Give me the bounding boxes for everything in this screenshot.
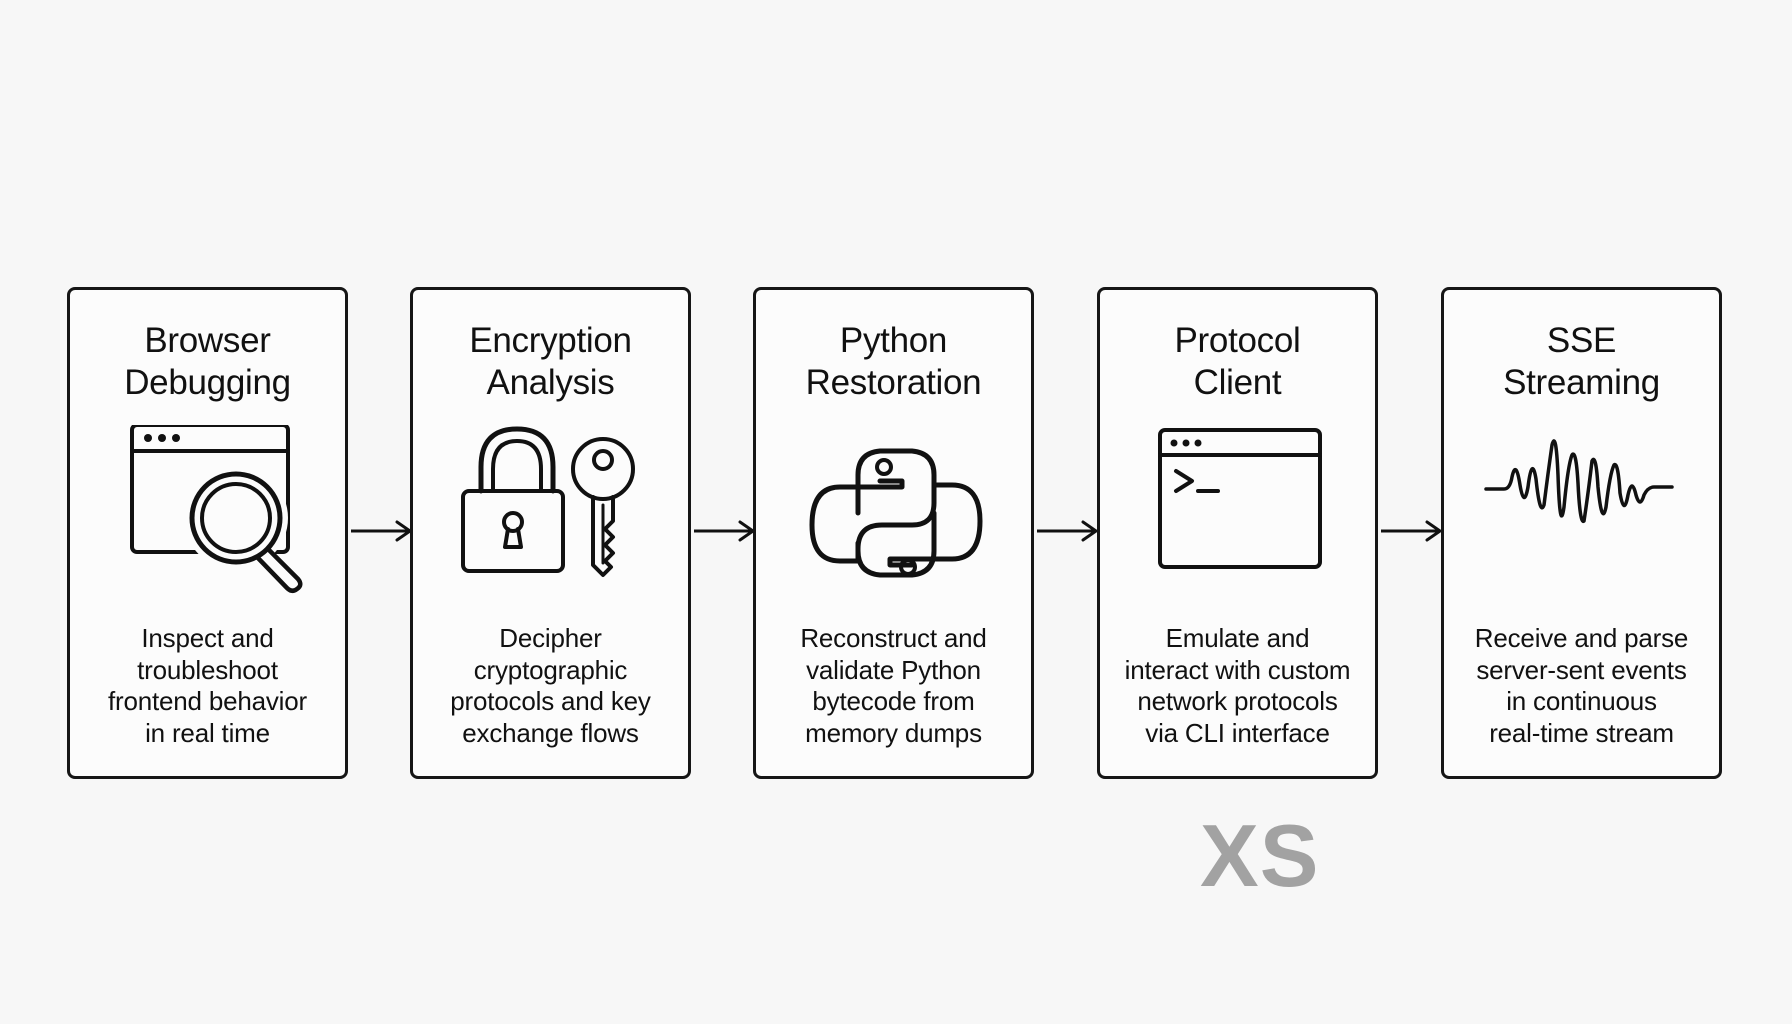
- step-title-line-1: Encryption: [469, 321, 632, 360]
- step-title: Encryption Analysis: [423, 320, 678, 404]
- step-title: SSE Streaming: [1454, 320, 1709, 404]
- step-desc-line: validate Python: [806, 654, 981, 685]
- step-desc-line: troubleshoot: [137, 654, 278, 685]
- browser-magnifier-icon: [130, 425, 303, 593]
- step-title-line-1: Browser: [144, 321, 271, 360]
- step-desc-line: exchange flows: [462, 717, 639, 748]
- step-card-browser-debugging: Browser Debugging Inspect and troublesho…: [67, 287, 348, 779]
- step-desc-line: Reconstruct and: [800, 623, 987, 653]
- step-title: Browser Debugging: [80, 320, 335, 404]
- step-card-encryption-analysis: Encryption Analysis Decipher cryptograph…: [410, 287, 691, 779]
- step-desc-line: bytecode from: [812, 686, 975, 716]
- step-desc-line: frontend behavior: [108, 686, 307, 716]
- step-description: Inspect and troubleshoot frontend behavi…: [78, 623, 337, 749]
- step-desc-line: via CLI interface: [1145, 717, 1330, 748]
- step-desc-line: Receive and parse: [1474, 623, 1689, 653]
- step-desc-line: protocols and key: [450, 686, 651, 716]
- waveform-icon: [1484, 439, 1674, 524]
- step-title-line-1: Python: [839, 321, 948, 360]
- step-desc-line: in real time: [145, 717, 270, 748]
- step-desc-line: real-time stream: [1489, 717, 1674, 748]
- step-title: Python Restoration: [766, 320, 1021, 404]
- step-desc-line: interact with custom: [1124, 654, 1351, 685]
- step-description: Emulate and interact with custom network…: [1108, 623, 1367, 749]
- step-description: Reconstruct and validate Python bytecode…: [764, 623, 1023, 749]
- step-desc-line: in continuous: [1506, 686, 1657, 716]
- step-description: Receive and parse server-sent events in …: [1452, 623, 1711, 749]
- terminal-window-icon: [1158, 428, 1322, 569]
- step-title-line-2: Analysis: [486, 363, 615, 402]
- python-logo-icon: [809, 448, 983, 578]
- step-card-sse-streaming: SSE Streaming Receive and parse server-s…: [1441, 287, 1722, 779]
- step-desc-line: memory dumps: [805, 717, 982, 748]
- step-title-line-1: Protocol: [1174, 321, 1301, 360]
- step-title-line-2: Streaming: [1503, 363, 1660, 402]
- flow-arrow: [1037, 520, 1098, 542]
- step-desc-line: network protocols: [1137, 686, 1338, 716]
- watermark-text: XS: [1200, 806, 1320, 905]
- step-title-line-2: Debugging: [124, 363, 291, 402]
- step-card-python-restoration: Python Restoration Reconstruct and valid…: [753, 287, 1034, 779]
- step-title-line-2: Restoration: [805, 363, 982, 402]
- step-desc-line: server-sent events: [1476, 654, 1687, 685]
- step-card-protocol-client: Protocol Client Emulate and interact wit…: [1097, 287, 1378, 779]
- step-title: Protocol Client: [1110, 320, 1365, 404]
- step-description: Decipher cryptographic protocols and key…: [421, 623, 680, 749]
- step-desc-line: cryptographic: [473, 654, 628, 685]
- flow-arrow: [694, 520, 755, 542]
- flow-arrow: [1381, 520, 1442, 542]
- lock-and-key-icon: [461, 426, 635, 577]
- step-title-line-2: Client: [1193, 363, 1282, 402]
- flow-arrow: [351, 520, 412, 542]
- step-title-line-1: SSE: [1546, 321, 1617, 360]
- step-desc-line: Emulate and: [1165, 623, 1310, 653]
- step-desc-line: Decipher: [499, 623, 602, 653]
- step-desc-line: Inspect and: [141, 623, 274, 653]
